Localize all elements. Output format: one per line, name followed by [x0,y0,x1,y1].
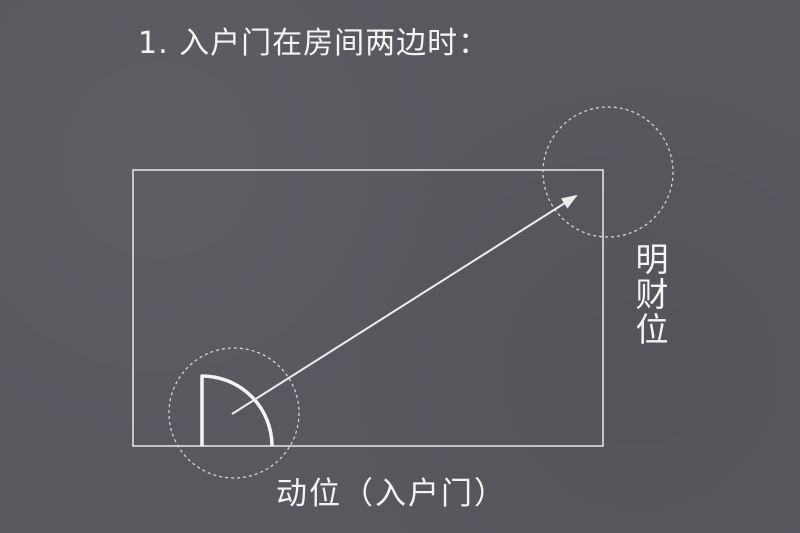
wealth-position-circle [542,106,674,238]
wealth-position-label: 明财位 [630,242,669,347]
page-title: 1. 入户门在房间两边时： [138,26,490,61]
entry-door-swing-icon [200,374,274,447]
entry-door-caption: 动位（入户门） [276,476,507,512]
diagonal-arrow [231,194,578,415]
active-position-circle [168,347,300,479]
room-outline [132,169,604,447]
